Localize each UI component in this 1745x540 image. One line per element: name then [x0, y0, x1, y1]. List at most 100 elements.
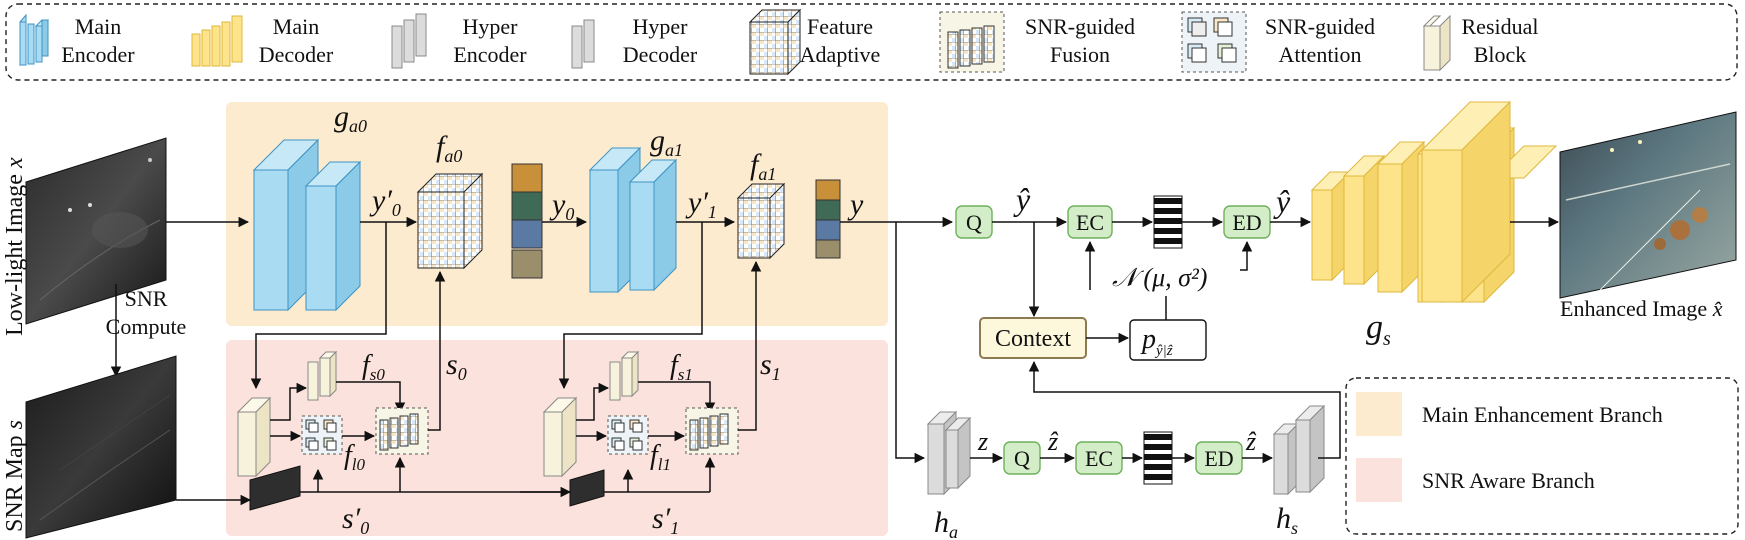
main-branch-background	[226, 102, 888, 326]
residual-block-1	[542, 396, 578, 478]
label-ga0: ga0	[334, 100, 367, 136]
arrow-y1p-res1	[558, 222, 703, 390]
latent-y	[815, 179, 841, 259]
probability-model-label: pŷ|ẑ	[1140, 324, 1173, 359]
snr-feature-s1p	[569, 469, 605, 507]
label-yhat-1: ŷ	[1013, 181, 1031, 217]
label-y0-prime: y′0	[369, 184, 401, 220]
arrow-fs0-fusion0	[336, 381, 406, 414]
legend-hyper-decoder-icon	[571, 19, 595, 69]
legend-snr-fusion-line1: SNR-guided	[1025, 14, 1135, 39]
arrow-fusion0-fa0	[428, 270, 446, 431]
legend-feature-adaptive-icon	[748, 8, 802, 76]
bitstream-bottom	[1143, 431, 1173, 485]
snr-compute-line1: SNR	[125, 286, 168, 311]
quantizer-q-top-label: Q	[966, 210, 982, 235]
legend-snr-fusion-icon	[939, 11, 1005, 73]
arrow-hs-context	[1028, 360, 1341, 459]
residual-block-0	[236, 396, 272, 478]
hyper-block-fs1	[609, 350, 640, 401]
legend-snr-attention-icon	[1181, 11, 1247, 73]
snr-map-label: SNR Map s	[2, 420, 28, 532]
legend-residual-block-icon	[1422, 14, 1451, 72]
label-y: y	[847, 188, 864, 221]
legend-main-decoder-line2: Decoder	[259, 42, 334, 67]
legend-main-decoder-line1: Main	[273, 14, 319, 39]
snr-map-image	[25, 355, 177, 539]
latent-y0	[511, 163, 543, 279]
legend-main-decoder-icon	[191, 15, 243, 67]
label-s0p: s′0	[342, 502, 369, 538]
label-ga1: ga1	[650, 124, 683, 160]
label-zhat-1: ẑ	[1047, 427, 1059, 456]
legend-residual-block-line1: Residual	[1462, 14, 1539, 39]
legend-main-encoder-icon	[19, 13, 50, 67]
low-light-image	[25, 137, 167, 325]
fusion-block-0	[375, 407, 429, 455]
arrow-fusion1-fa1	[738, 260, 762, 431]
branch-legend-snr-swatch	[1356, 458, 1402, 502]
fusion-block-1	[685, 407, 739, 455]
label-yhat-2: ŷ	[1273, 183, 1291, 219]
quantizer-q-bottom-label: Q	[1014, 446, 1030, 471]
bitstream-top	[1153, 195, 1183, 249]
label-s1: s1	[760, 348, 781, 384]
label-zhat-2: ẑ	[1245, 427, 1257, 456]
legend-snr-attention-line2: Attention	[1278, 42, 1361, 67]
legend-box: Main Encoder Main Decoder Hyper Encoder …	[5, 3, 1738, 81]
label-fs0: fs0	[362, 350, 385, 384]
low-light-image-label: Low-light Image x	[2, 157, 28, 336]
attention-block-fl0	[301, 415, 343, 455]
branch-legend-snr-label: SNR Aware Branch	[1422, 468, 1595, 493]
entropy-coder-ec-bottom-label: EC	[1085, 446, 1113, 471]
legend-main-encoder-line1: Main	[75, 14, 121, 39]
arrow-normal-ed	[1240, 240, 1253, 271]
encoder-ga0	[252, 138, 362, 312]
label-y1-prime: y′1	[685, 186, 717, 222]
arrow-y0p-res0	[250, 222, 387, 390]
legend-hyper-decoder-line1: Hyper	[633, 14, 689, 39]
legend-hyper-encoder-line2: Encoder	[453, 42, 527, 67]
label-fl1: fl1	[650, 440, 671, 474]
feature-adaptive-fa1	[736, 182, 786, 260]
enhanced-image-label: Enhanced Image x̂	[1560, 296, 1723, 321]
label-y0: y0	[549, 188, 574, 224]
entropy-coder-ec-top-label: EC	[1076, 210, 1104, 235]
enhanced-image	[1559, 111, 1737, 299]
entropy-decoder-ed-bottom-label: ED	[1204, 446, 1233, 471]
hyper-decoder-hs	[1272, 404, 1326, 496]
encoder-ga1	[588, 146, 678, 294]
arrow-res1-fs1	[576, 382, 610, 421]
label-fs1: fs1	[670, 350, 693, 384]
label-normal-distribution: 𝒩 (μ, σ²)	[1112, 263, 1207, 292]
hyper-encoder-ha	[926, 410, 972, 496]
attention-block-fl1	[607, 415, 649, 455]
context-model-label: Context	[995, 326, 1071, 352]
legend-hyper-decoder-line2: Decoder	[623, 42, 698, 67]
label-s0: s0	[446, 348, 467, 384]
label-z: z	[977, 427, 988, 456]
entropy-decoder-ed-top-label: ED	[1232, 210, 1261, 235]
label-s1p: s′1	[652, 502, 679, 538]
legend-hyper-encoder-icon	[391, 13, 427, 69]
branch-legend: Main Enhancement Branch SNR Aware Branch	[1345, 377, 1739, 535]
label-fl0: fl0	[344, 440, 366, 474]
legend-snr-fusion-line2: Fusion	[1050, 42, 1110, 67]
snr-compute-line2: Compute	[106, 314, 187, 339]
label-hs: hs	[1276, 502, 1298, 538]
feature-adaptive-fa0	[416, 172, 484, 270]
legend-feature-adaptive-line2: Adaptive	[800, 42, 881, 67]
legend-hyper-encoder-line1: Hyper	[463, 14, 519, 39]
main-decoder-gs-front	[1420, 100, 1512, 304]
arrow-fs1-fusion1	[638, 381, 716, 414]
legend-snr-attention-line1: SNR-guided	[1265, 14, 1375, 39]
branch-legend-main-swatch	[1356, 392, 1402, 436]
branch-legend-main-label: Main Enhancement Branch	[1422, 402, 1663, 427]
snr-feature-s0p	[249, 465, 301, 511]
arrow-y-ha	[895, 222, 926, 464]
legend-residual-block-line2: Block	[1474, 42, 1527, 67]
probability-model	[1129, 319, 1207, 361]
arrow-res0-fs0	[270, 382, 308, 421]
legend-main-encoder-line2: Encoder	[61, 42, 135, 67]
